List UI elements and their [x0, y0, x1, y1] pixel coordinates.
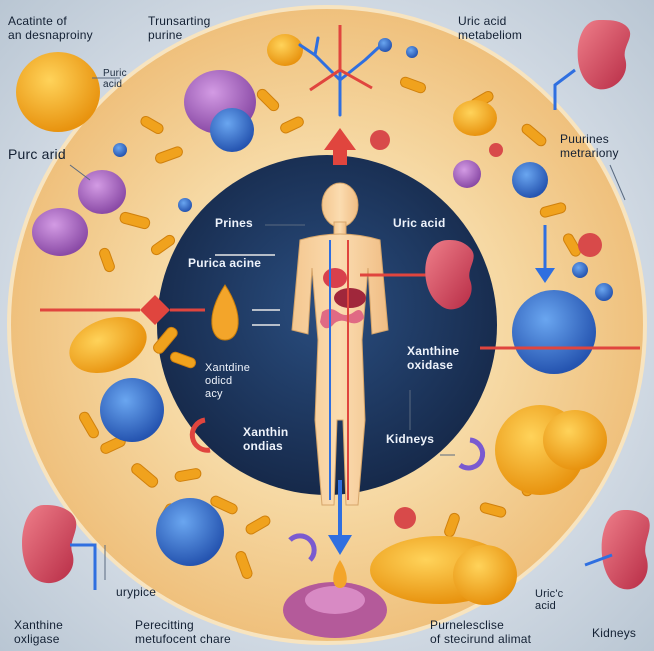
orange-cell-topleft [16, 52, 100, 132]
label-bottom-center: Perecitting metufocent chare [135, 618, 231, 646]
label-kidneys-bottom: Kidneys [592, 626, 636, 640]
blue-cell-9 [595, 283, 613, 301]
liver [334, 288, 366, 308]
label-prines: Prines [215, 216, 253, 230]
heart [323, 268, 347, 288]
kidney-bottomright [602, 510, 650, 589]
label-xanthin-ondias: Xanthin ondias [243, 425, 288, 453]
label-top-left: Acatinte of an desnaproiny [8, 14, 93, 42]
blue-cell-11 [178, 198, 192, 212]
label-xanthine-oxidase: Xanthine oxidase [407, 344, 459, 372]
purple-cell-3 [32, 208, 88, 256]
label-bottom-left: Xanthine oxligase [14, 618, 63, 646]
label-right-top: Puurines metrariony [560, 132, 619, 160]
label-top-center: Trunsarting purine [148, 14, 210, 42]
label-uric-acid-inner: Uric acid [393, 216, 446, 230]
blue-cell-10 [113, 143, 127, 157]
label-uric-acid-bottom: Uric'c acid [535, 588, 563, 612]
blue-cell-3 [156, 498, 224, 566]
label-purc-arid: Purc arid [8, 146, 66, 162]
label-puric-acid-small: Puric acid [103, 68, 127, 90]
orange-cell-right-big2 [543, 410, 607, 470]
label-xantdine-left: Xantdine odicd acy [205, 362, 250, 401]
label-top-right: Uric acid metabeliom [458, 14, 522, 42]
blue-cell-4 [512, 290, 596, 374]
blue-cell-5 [512, 162, 548, 198]
label-kidneys-inner: Kidneys [386, 432, 434, 446]
blue-cell-8 [572, 262, 588, 278]
blue-cell-1 [210, 108, 254, 152]
blue-cell-2 [100, 378, 164, 442]
label-purica-acine: Purica acine [188, 256, 261, 270]
label-urypice: urypice [116, 585, 156, 599]
orange-cell-top [267, 34, 303, 66]
orange-cell-top2 [453, 100, 497, 136]
purple-cell-4 [453, 160, 481, 188]
label-bottom-right-center: Purnelesclise of stecirund alimat [430, 618, 531, 646]
kidney-topright [578, 20, 631, 89]
blue-cell-6 [378, 38, 392, 52]
blue-cell-7 [406, 46, 418, 58]
orange-cell-bottom2 [453, 545, 517, 605]
kidney-bottomleft [22, 505, 76, 583]
